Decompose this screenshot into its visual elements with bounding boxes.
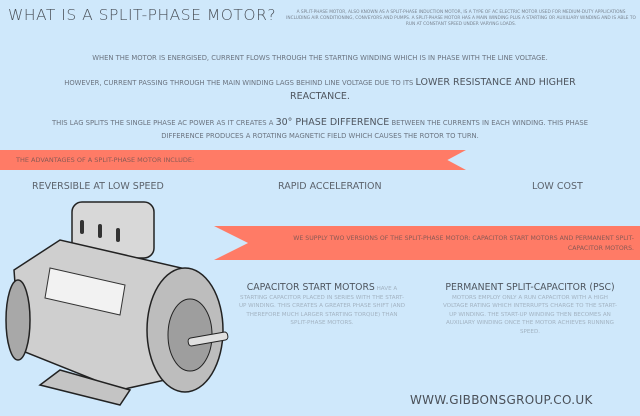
versions-banner: We supply two versions of the split-phas… xyxy=(214,226,640,260)
paragraph-phase-emphasis: 30° phase difference xyxy=(275,117,390,128)
website-link[interactable]: www.gibbonsgroup.co.uk xyxy=(410,393,593,407)
versions-banner-label: We supply two versions of the split-phas… xyxy=(293,235,634,252)
paragraph-lag: However, current passing through the mai… xyxy=(40,76,600,104)
psc-heading: Permanent split-capacitor (PSC) xyxy=(445,282,615,293)
motor-illustration-icon xyxy=(5,201,229,406)
advantage-reversible: Reversible at low speed xyxy=(32,181,164,192)
paragraph-lag-text: However, current passing through the mai… xyxy=(64,79,414,87)
advantage-low-cost: Low cost xyxy=(532,181,583,192)
paragraph-lag-emphasis: lower resistance and higher reactance. xyxy=(290,77,576,102)
advantages-banner-label: The advantages of a split-phase motor in… xyxy=(16,156,195,164)
page-title: What is a split-phase motor? xyxy=(8,6,277,24)
paragraph-energised: When the motor is energised, current flo… xyxy=(92,54,548,62)
psc-section: Permanent split-capacitor (PSC) motors e… xyxy=(440,282,620,337)
advantage-acceleration: Rapid acceleration xyxy=(278,181,382,192)
advantages-banner: The advantages of a split-phase motor in… xyxy=(0,150,466,170)
psc-text: motors employ only a run capacitor with … xyxy=(442,294,618,335)
capacitor-start-text: have a starting capacitor placed in seri… xyxy=(238,286,406,327)
capacitor-start-section: Capacitor start motors have a starting c… xyxy=(238,282,406,328)
paragraph-phase: This lag splits the single phase AC powe… xyxy=(50,116,590,143)
capacitor-start-heading: Capacitor start motors xyxy=(246,282,375,293)
intro-text: A split-phase motor, also known as a spl… xyxy=(286,10,636,28)
paragraph-phase-text-a: This lag splits the single phase AC powe… xyxy=(51,119,274,127)
paragraph-phase-text-b: between the currents in each winding. Th… xyxy=(161,119,589,140)
